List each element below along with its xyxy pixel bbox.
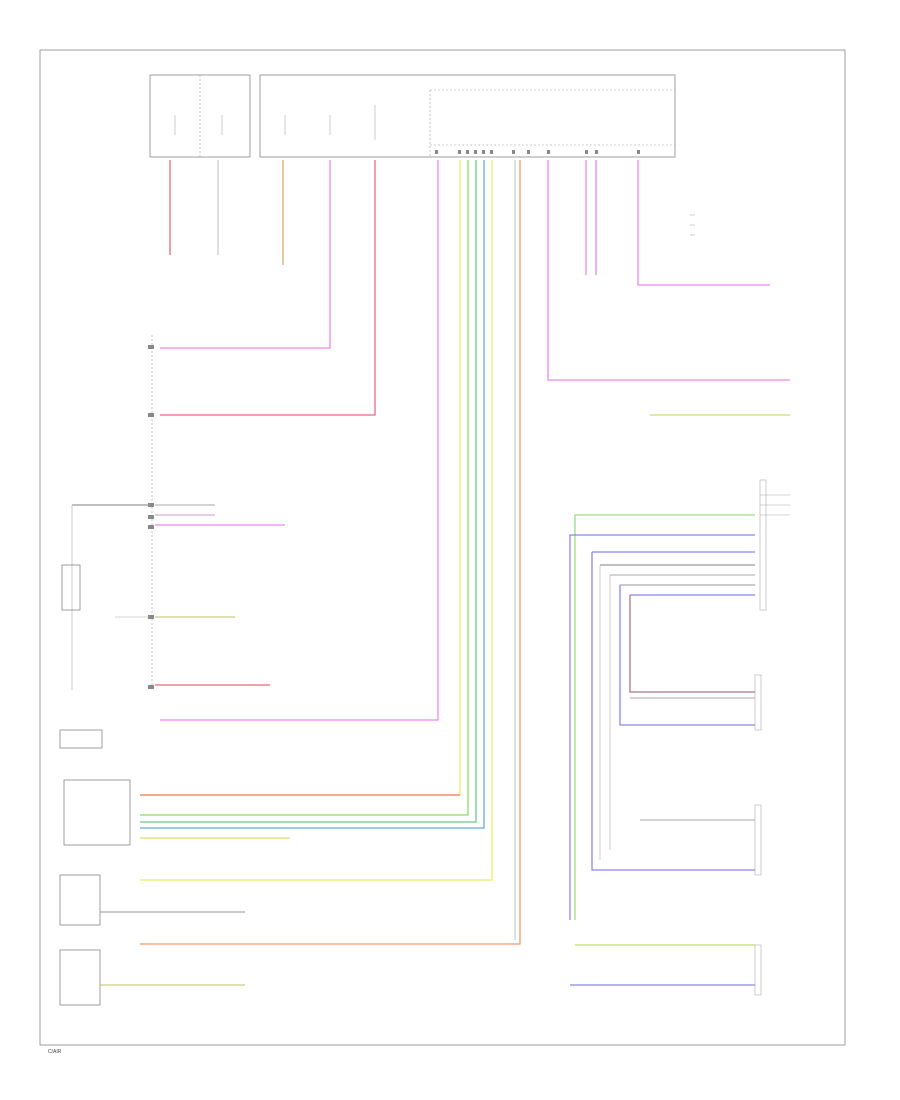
wire-pink-top	[160, 160, 331, 349]
wire-pink-c	[160, 160, 439, 721]
footer-code: C/AIR	[48, 1049, 62, 1055]
wire-blue	[140, 160, 485, 829]
top-connector-pins	[435, 150, 640, 154]
diagram-frame	[39, 49, 846, 1046]
wire-green-b	[140, 160, 477, 823]
wire-pink-b	[160, 160, 376, 416]
wire-gray-r-vert4	[619, 585, 755, 726]
wire-gray-r-vert	[591, 552, 755, 871]
wire-orange-long	[140, 160, 521, 945]
right-connector-upper	[759, 479, 790, 611]
left-connector	[148, 335, 154, 690]
wire-yellow-2	[140, 160, 493, 881]
wire-green-right	[574, 514, 755, 920]
right-connector-lower	[754, 674, 762, 996]
wire-pink-d	[547, 160, 790, 381]
legend	[690, 214, 695, 236]
wire-blue-right	[569, 534, 755, 920]
fuse-box-center	[259, 74, 676, 158]
wire-yellow	[140, 160, 461, 796]
fuse-box-left	[149, 74, 251, 158]
sensor-box-left	[59, 564, 131, 1006]
wire-pink-g	[637, 160, 770, 286]
wire-gray-r-vert5	[629, 595, 755, 693]
wire-green-a	[140, 160, 469, 816]
